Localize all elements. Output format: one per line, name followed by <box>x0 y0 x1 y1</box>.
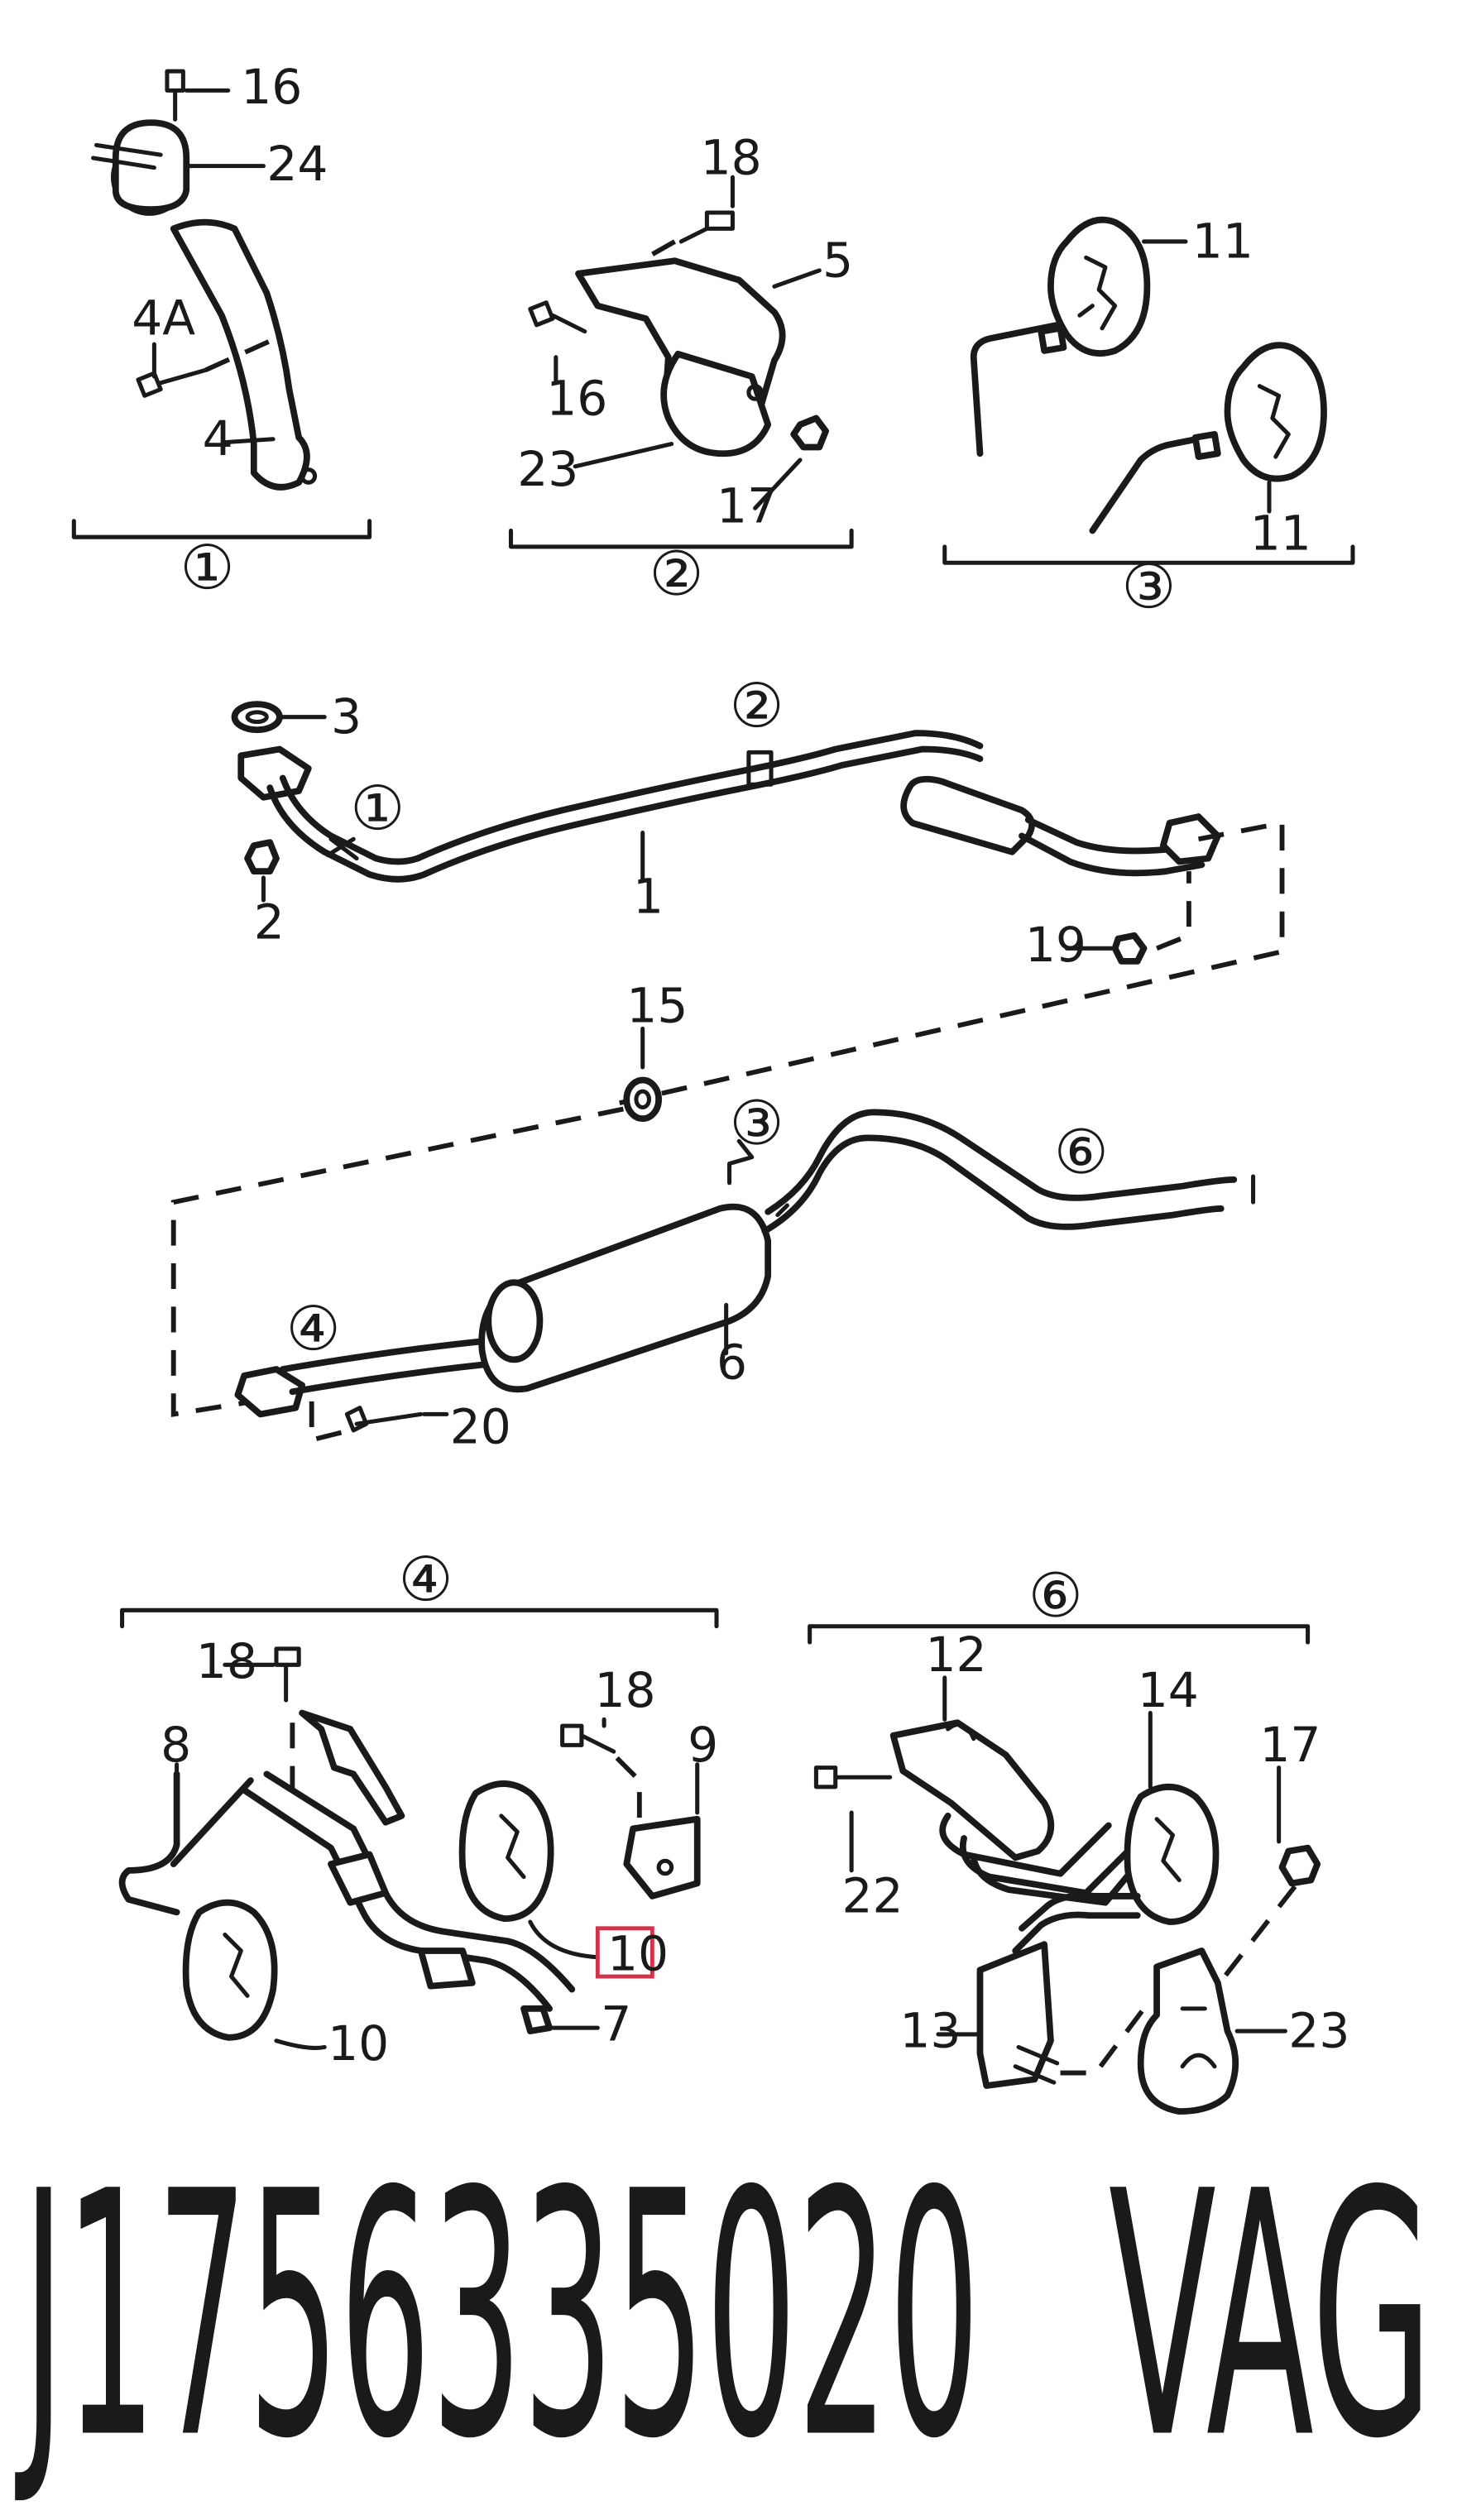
callout-14: 14 <box>1138 1662 1199 1718</box>
callout-4a: 4A <box>132 290 195 347</box>
callout-18-section4-left: 18 <box>196 1633 257 1689</box>
section-2-marker: ② <box>649 539 703 610</box>
section-3-locator: ③ <box>730 1089 784 1159</box>
section-6-marker: ⑥ <box>1028 1561 1083 1631</box>
callout-20: 20 <box>450 1398 511 1454</box>
callout-8: 8 <box>161 1717 191 1773</box>
callout-11-lower: 11 <box>1250 505 1311 562</box>
rear-silencer-assembly <box>170 1076 1256 1444</box>
section-1-marker: ① <box>180 533 234 603</box>
callout-17-section2: 17 <box>717 478 778 534</box>
section-4-marker: ④ <box>399 1545 453 1616</box>
callout-6: 6 <box>717 1334 747 1391</box>
callout-4: 4 <box>203 410 233 467</box>
callout-16-section2: 16 <box>546 371 607 427</box>
detail-6-tail-hanger <box>808 1624 1321 2115</box>
callout-10-highlighted: 10 <box>607 1925 669 1981</box>
front-pipe-assembly <box>231 701 1285 1109</box>
callout-12: 12 <box>925 1627 986 1683</box>
detail-2-clamp-bracket <box>508 175 854 549</box>
callout-11-upper: 11 <box>1192 213 1253 269</box>
detail-1-hanger <box>71 69 372 539</box>
callout-10: 10 <box>328 2015 389 2072</box>
section-1-locator: ① <box>350 774 405 845</box>
section-3-marker: ③ <box>1121 553 1176 623</box>
part-number: J1756335020 <box>13 2120 980 2513</box>
callout-23-section2: 23 <box>517 441 578 497</box>
detail-4-rear-hanger <box>118 1607 719 2050</box>
callout-23-section6: 23 <box>1288 2002 1349 2058</box>
section-6-locator: ⑥ <box>1054 1118 1109 1188</box>
section-4-locator: ④ <box>286 1295 341 1365</box>
callout-22: 22 <box>841 1867 903 1924</box>
detail-3-rubber-mounts <box>942 216 1355 565</box>
callout-3: 3 <box>331 688 362 745</box>
callout-5: 5 <box>822 232 853 289</box>
callout-16-section1: 16 <box>241 59 302 115</box>
section-2-locator: ② <box>730 671 784 741</box>
callout-18-section4-right: 18 <box>594 1662 655 1718</box>
callout-19: 19 <box>1025 917 1086 973</box>
callout-7: 7 <box>601 1996 631 2053</box>
callout-15: 15 <box>626 978 688 1034</box>
callout-13: 13 <box>899 2002 961 2058</box>
callout-1: 1 <box>633 869 664 925</box>
callout-24: 24 <box>266 136 328 192</box>
callout-2: 2 <box>254 894 285 951</box>
callout-17-section6: 17 <box>1259 1717 1321 1773</box>
brand-name: VAG <box>1109 2120 1433 2513</box>
callout-18-section2: 18 <box>701 129 762 185</box>
callout-9: 9 <box>688 1717 718 1773</box>
